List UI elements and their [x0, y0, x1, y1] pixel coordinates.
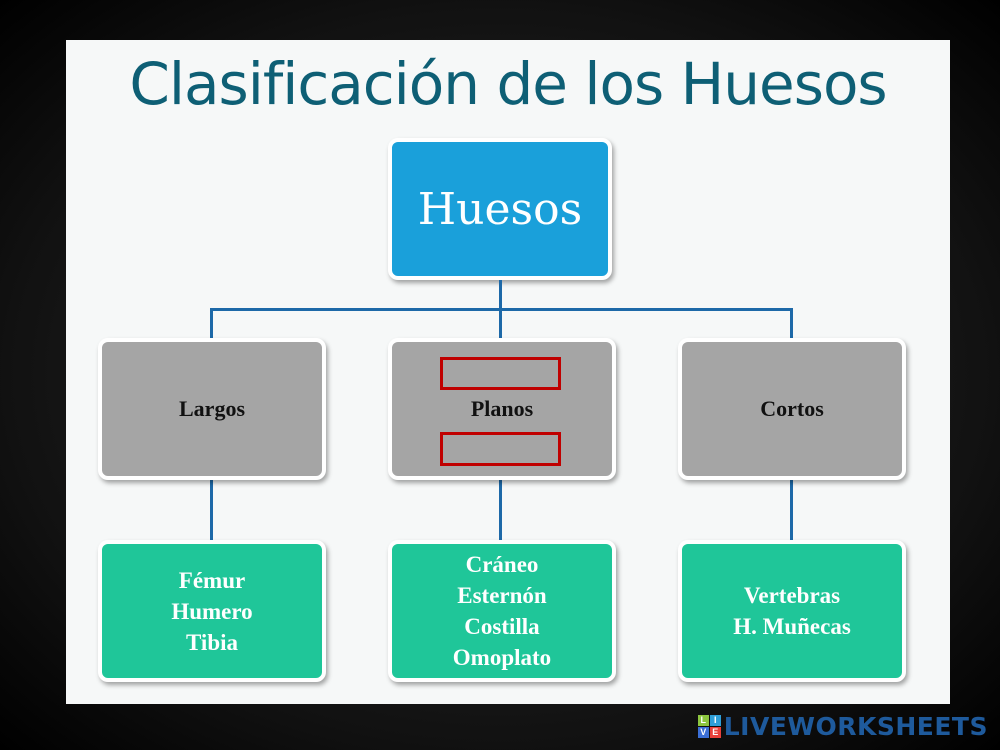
category-label: Planos [470, 396, 534, 421]
connector [499, 480, 502, 540]
slide-title: Clasificación de los Huesos [129, 50, 887, 118]
example-item: Humero [171, 598, 253, 624]
leaf-node-cortos: Vertebras H. Muñecas [678, 540, 906, 682]
example-item: Cráneo [465, 552, 539, 577]
example-item: Esternón [457, 583, 547, 608]
example-item: H. Muñecas [733, 614, 851, 639]
example-item: Omoplato [452, 645, 552, 670]
connector [790, 480, 793, 540]
answer-field-bottom[interactable] [440, 432, 561, 466]
liveworksheets-logo: L I V E LIVEWORKSHEETS [697, 712, 988, 741]
connector [210, 308, 793, 311]
answer-field-top[interactable] [440, 357, 561, 390]
example-item: Vertebras [743, 583, 841, 608]
example-item: Tibia [186, 629, 238, 655]
slide: Clasificación de los Huesos Huesos Largo… [66, 40, 950, 704]
leaf-node-planos: Cráneo Esternón Costilla Omoplato [388, 540, 616, 682]
example-item: Costilla [464, 614, 540, 639]
leaf-node-largos: Fémur Humero Tibia [98, 540, 326, 682]
example-item: Fémur [178, 567, 246, 593]
logo-grid-icon: L I V E [697, 715, 721, 738]
category-node-planos: Planos [388, 338, 616, 480]
logo-text: LIVEWORKSHEETS [723, 712, 988, 741]
category-node-largos: Largos [98, 338, 326, 480]
connector [210, 308, 213, 338]
connector [790, 308, 793, 338]
category-label: Largos [179, 396, 245, 421]
root-label: Huesos [417, 183, 583, 235]
category-node-cortos: Cortos [678, 338, 906, 480]
root-node-huesos: Huesos [388, 138, 612, 280]
connector [210, 480, 213, 540]
category-label: Cortos [760, 396, 824, 421]
